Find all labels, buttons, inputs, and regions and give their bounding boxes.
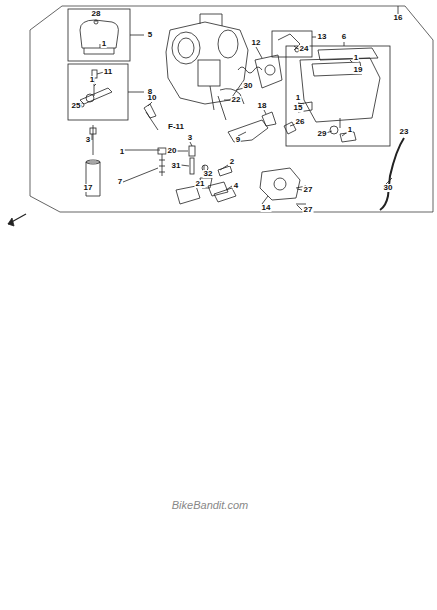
callout-number: 22: [231, 96, 242, 104]
callout-number: 1: [89, 76, 95, 84]
callout-number: 20: [167, 147, 178, 155]
callout-number: 1: [353, 54, 359, 62]
callout-number: 30: [243, 82, 254, 90]
callout-number: 14: [261, 204, 272, 212]
callout-number: 1: [119, 148, 125, 156]
callout-number: 18: [257, 102, 268, 110]
callout-number: 15: [293, 104, 304, 112]
callout-number: 21: [195, 180, 206, 188]
callout-number: 11: [103, 68, 113, 76]
callout-number: 24: [299, 45, 310, 53]
callout-number: 9: [235, 136, 241, 144]
callout-number: 17: [83, 184, 94, 192]
callout-number: 1: [101, 40, 107, 48]
callout-number: 26: [295, 118, 306, 126]
callout-number: 25: [71, 102, 82, 110]
callout-number: 28: [91, 10, 102, 18]
callout-number: 12: [251, 39, 262, 47]
callout-number: 13: [317, 33, 328, 41]
callout-number: 7: [117, 178, 123, 186]
callout-number: 27: [303, 186, 314, 194]
callout-number: 4: [233, 182, 239, 190]
callout-number: 31: [171, 162, 182, 170]
callout-number: 23: [399, 128, 410, 136]
callout-number: 6: [341, 33, 347, 41]
callout-number: 3: [187, 134, 193, 142]
callout-number: 5: [147, 31, 153, 39]
callout-number: 16: [393, 14, 404, 22]
callout-number: 27: [303, 206, 314, 214]
callout-number: 19: [353, 66, 364, 74]
callout-number: 10: [147, 94, 158, 102]
callout-number: F-11: [167, 123, 185, 131]
callout-number: 1: [295, 94, 301, 102]
callout-number: 2: [229, 158, 235, 166]
callout-number: 3: [85, 136, 91, 144]
callout-number: 1: [347, 126, 353, 134]
callout-number: 32: [203, 170, 214, 178]
callout-number: 30: [383, 184, 394, 192]
watermark: BikeBandit.com: [171, 500, 249, 511]
callout-number: 29: [317, 130, 328, 138]
